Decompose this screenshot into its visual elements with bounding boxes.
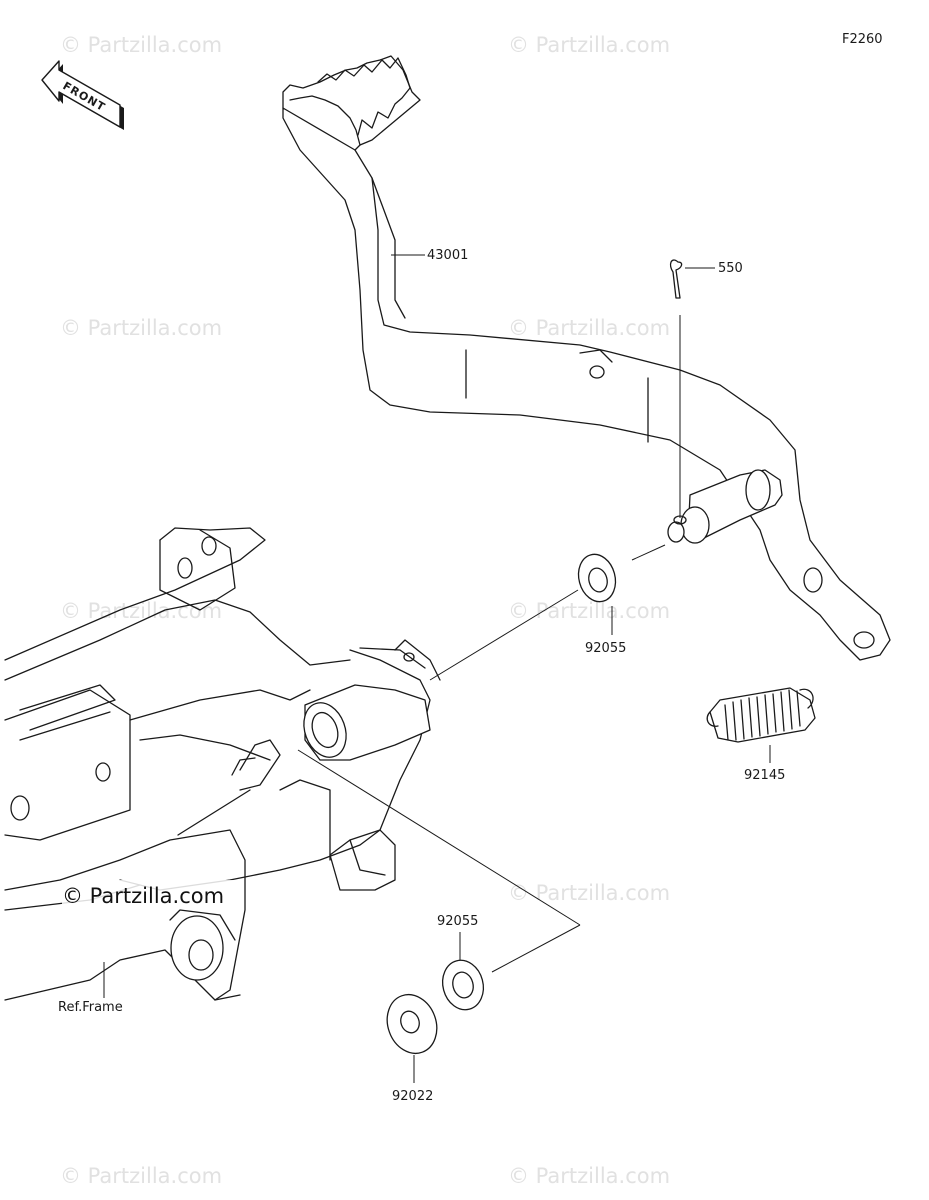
washer-bottom-drawing (386, 993, 438, 1055)
figure-code: F2260 (842, 32, 883, 47)
part-label-550: 550 (718, 261, 743, 276)
watermark: © Partzilla.com (508, 599, 670, 623)
watermark-group: © Partzilla.com © Partzilla.com © Partzi… (60, 33, 670, 1188)
watermark: © Partzilla.com (60, 316, 222, 340)
part-label-92055-lower: 92055 (437, 914, 478, 929)
washer-lower-drawing (441, 959, 485, 1011)
part-label-92145: 92145 (744, 768, 785, 783)
reference-frame-label: Ref.Frame (58, 1000, 123, 1015)
part-label-43001: 43001 (427, 248, 468, 263)
watermark: © Partzilla.com (508, 316, 670, 340)
cotter-pin-drawing (669, 259, 683, 299)
frame-drawing (4, 527, 441, 1001)
watermark: © Partzilla.com (508, 881, 670, 905)
watermark: © Partzilla.com (60, 1164, 222, 1188)
watermark-dark: © Partzilla.com (62, 880, 244, 908)
part-label-92022: 92022 (392, 1089, 433, 1104)
spring-drawing (706, 687, 816, 743)
watermark: © Partzilla.com (508, 33, 670, 57)
leader-lines (103, 254, 771, 1083)
washer-upper-drawing (577, 553, 617, 603)
watermark: © Partzilla.com (60, 33, 222, 57)
watermark-dark-text: © Partzilla.com (62, 884, 224, 908)
part-label-92055-upper: 92055 (585, 641, 626, 656)
front-arrow-icon: FRONT (41, 60, 124, 130)
watermark: © Partzilla.com (508, 1164, 670, 1188)
brake-pedal-drawing (282, 55, 891, 661)
